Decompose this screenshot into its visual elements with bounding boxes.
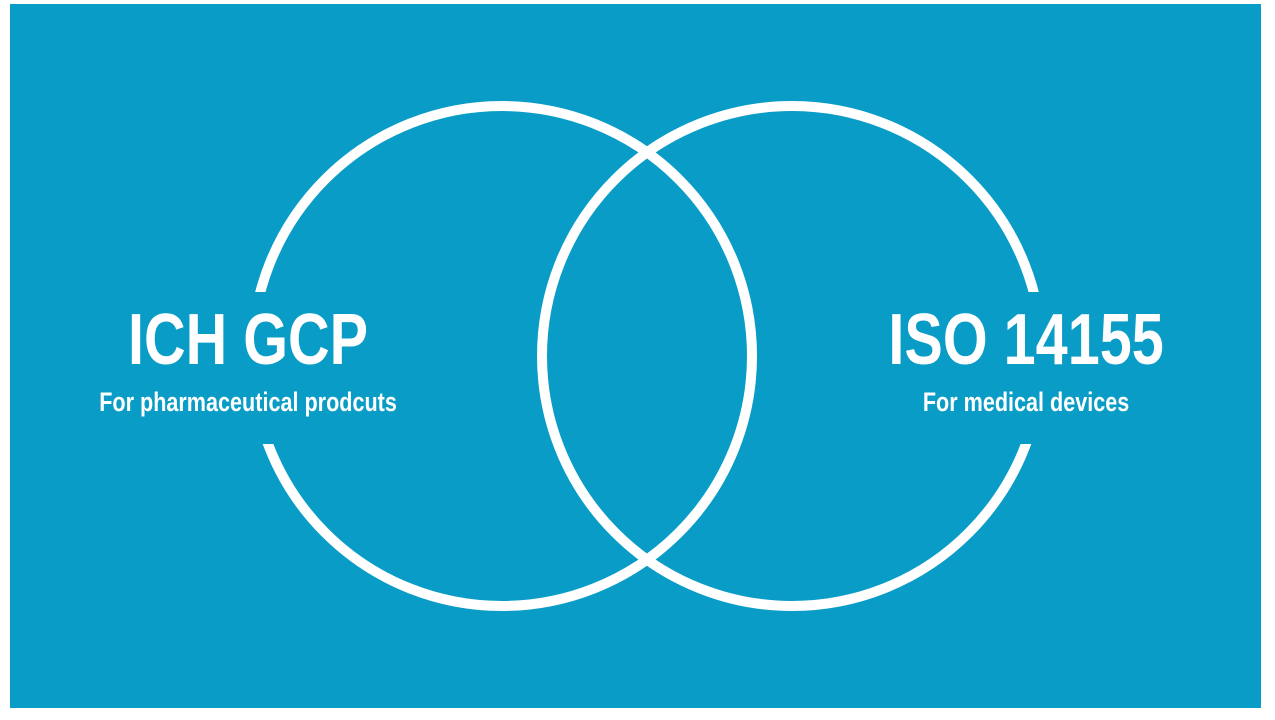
right-circle-title-text: ISO 14155: [888, 300, 1164, 380]
left-label-block: ICH GCP For pharmaceutical prodcuts: [88, 292, 408, 444]
right-circle-subtitle: For medical devices: [897, 386, 1155, 418]
left-circle-subtitle: For pharmaceutical prodcuts: [62, 386, 434, 418]
right-circle-title: ISO 14155: [854, 304, 1198, 376]
right-circle-subtitle-text: For medical devices: [922, 387, 1130, 417]
left-circle-subtitle-text: For pharmaceutical prodcuts: [99, 387, 397, 417]
left-circle-title: ICH GCP: [98, 304, 398, 376]
right-label-block: ISO 14155 For medical devices: [861, 292, 1191, 444]
left-circle-title-text: ICH GCP: [127, 300, 369, 380]
slide-background: ICH GCP For pharmaceutical prodcuts ISO …: [10, 4, 1261, 708]
